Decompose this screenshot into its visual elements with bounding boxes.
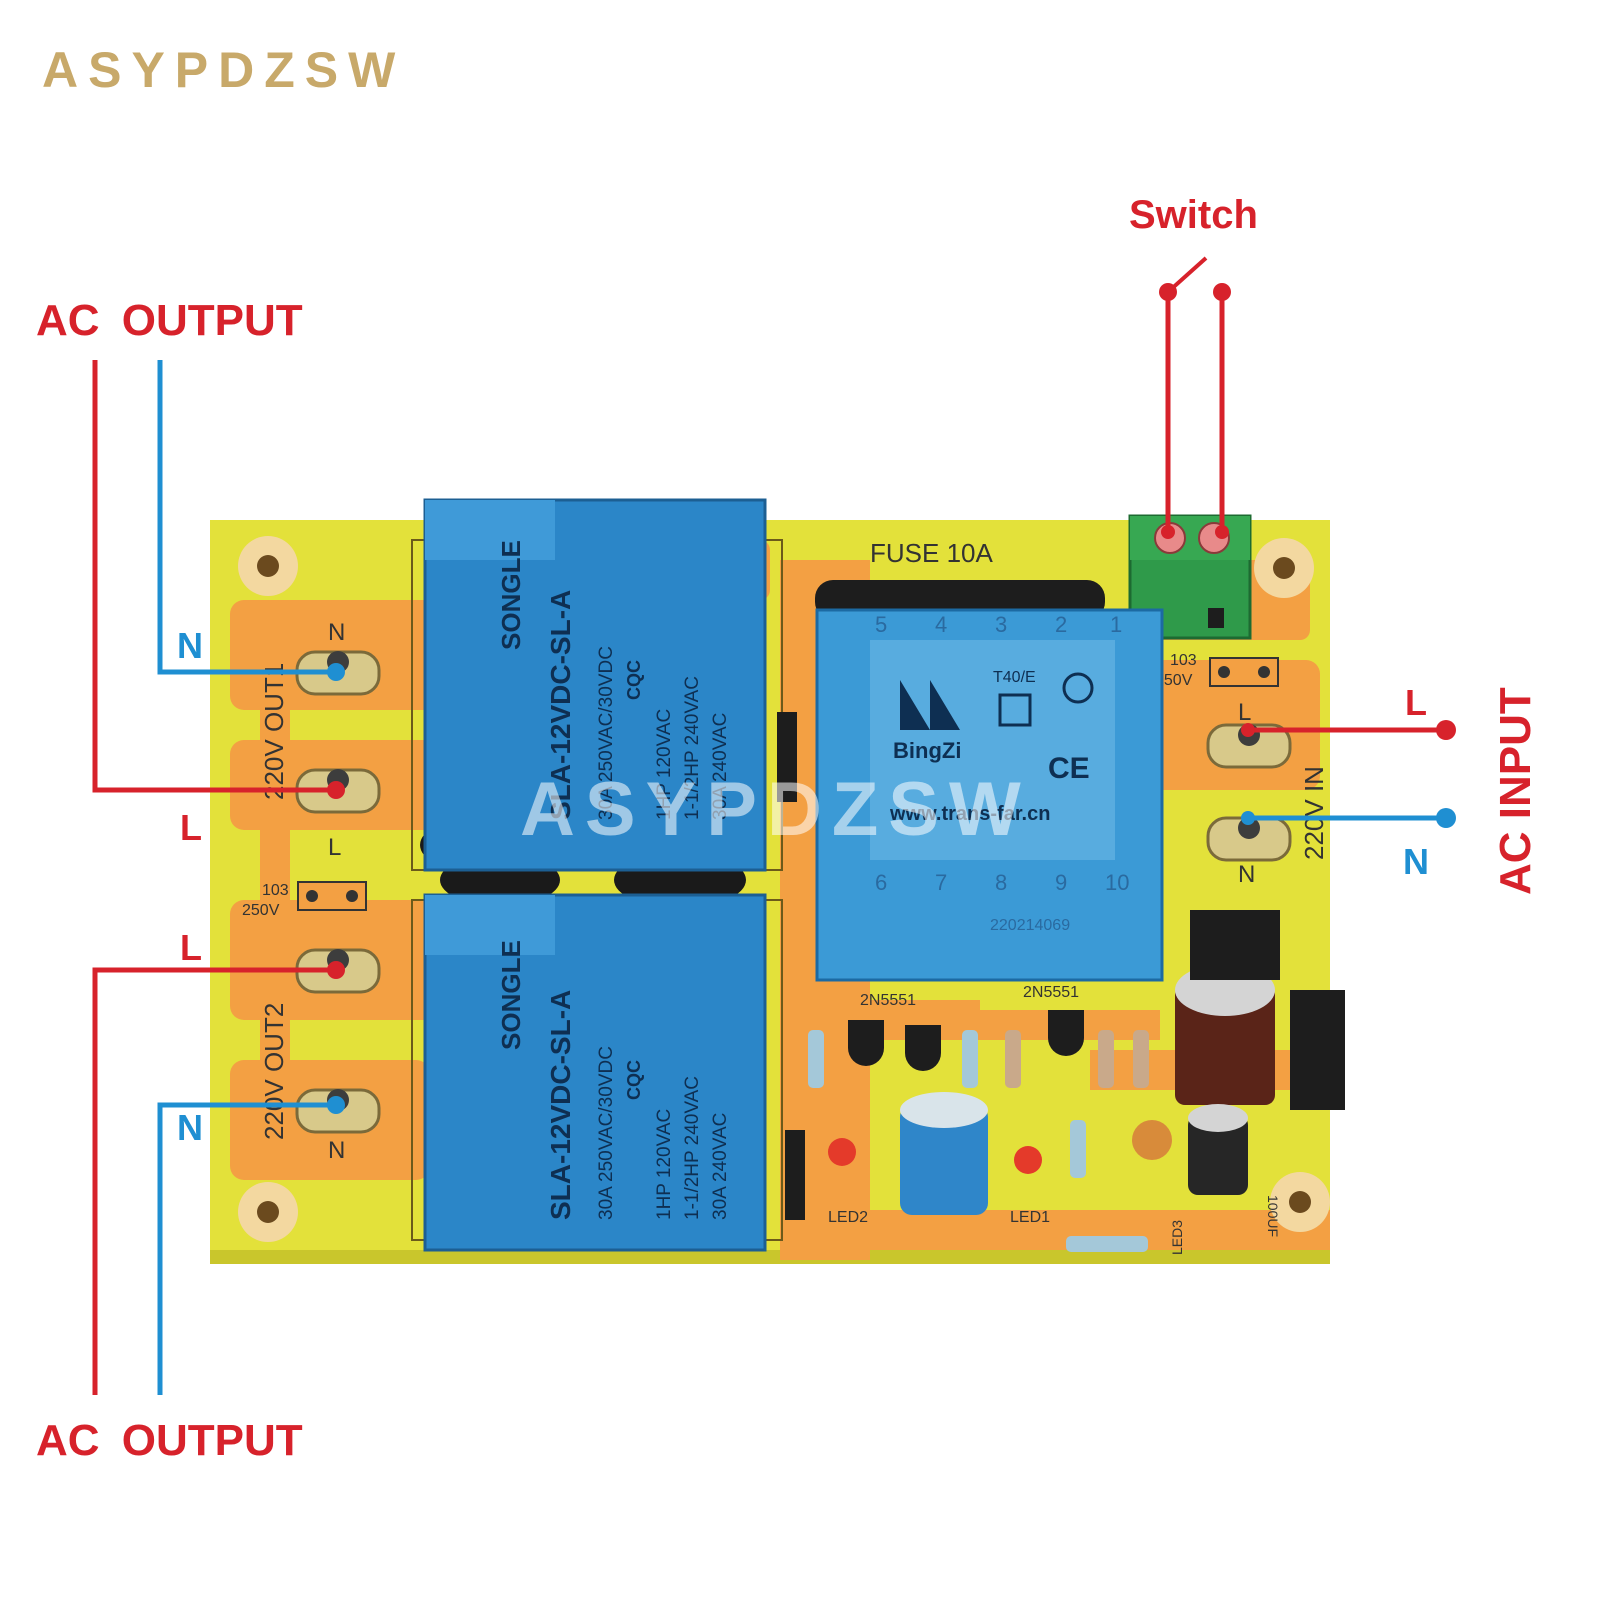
pcb-board: FUSE 10A 220V OUT1 220V OUT2 220V IN N L… — [210, 498, 1345, 1264]
double-insulation-icon — [998, 693, 1032, 727]
ac-output-bottom-label: AC OUTPUT — [36, 1416, 303, 1465]
diode-1 — [777, 712, 797, 802]
led1-label: LED1 — [1010, 1209, 1050, 1226]
out2-l-label: L — [180, 927, 202, 968]
cap-voltage-right: 250V — [1155, 672, 1193, 689]
small-components: 2N5551 2N5551 LED2 LED1 LED3 — [808, 910, 1345, 1255]
out2-l-wire — [92, 967, 336, 1395]
relay-2-rating1: 30A 250VAC/30VDC — [596, 1046, 617, 1220]
voltage-regulator — [1290, 990, 1345, 1110]
relay-1-model: SLA-12VDC-SL-A — [545, 590, 576, 820]
capacitor-blue — [900, 1092, 988, 1215]
relay-1-rating4: 30A 240VAC — [710, 713, 731, 820]
silk-l-in: L — [1238, 699, 1251, 726]
transformer-url: www.trans-far.cn — [889, 803, 1050, 825]
relay-2-rating4: 30A 240VAC — [710, 1113, 731, 1220]
led1 — [1014, 1146, 1042, 1174]
out2-n-wire — [157, 1102, 336, 1395]
in-n-label: N — [1403, 841, 1429, 882]
silk-n-out2: N — [328, 1137, 345, 1164]
relay-2-rating2: 1HP 120VAC — [654, 1109, 675, 1220]
bingzi-logo-icon — [900, 680, 960, 730]
capacitor-brown-large — [1175, 964, 1275, 1105]
in-silk: 220V IN — [1299, 766, 1329, 860]
silk-n-out1: N — [328, 619, 345, 646]
mounting-holes — [238, 536, 1330, 1242]
cap-value-right: 103 — [1170, 652, 1197, 669]
cap-100uf-label: 100UF — [1265, 1195, 1281, 1237]
out2-silk: 220V OUT2 — [259, 1003, 289, 1140]
ac-input-label: AC INPUT — [1491, 687, 1540, 895]
transformer-pin-8: 8 — [995, 870, 1007, 895]
transformer-pin-2: 2 — [1055, 612, 1067, 637]
switch-wiring — [1159, 256, 1231, 539]
transformer-pin-6: 6 — [875, 870, 887, 895]
bridge-rectifier — [1190, 910, 1280, 980]
out1-l-label: L — [180, 807, 202, 848]
watermark: ASYPDZSW — [520, 767, 1031, 852]
relay-2-cert: CQC — [624, 1060, 644, 1100]
silk-l-out1: L — [328, 834, 341, 861]
transformer-pin-3: 3 — [995, 612, 1007, 637]
transformer-brand: BingZi — [893, 738, 961, 763]
out1-silk: 220V OUT1 — [259, 663, 289, 800]
capacitor-100uf: 100UF — [1188, 1104, 1281, 1237]
transformer-model: T40/E — [993, 669, 1036, 686]
q2-label: 2N5551 — [1023, 984, 1079, 1001]
relay-1-brand: SONGLE — [496, 540, 526, 650]
cap-voltage-left: 250V — [242, 902, 280, 919]
transformer-pin-4: 4 — [935, 612, 947, 637]
in-l-label: L — [1405, 682, 1427, 723]
out1-n-wire — [157, 360, 336, 675]
silk-n-in: N — [1238, 861, 1255, 888]
switch-terminal-block — [1128, 514, 1252, 640]
relay-2-model: SLA-12VDC-SL-A — [545, 990, 576, 1220]
relay-2-brand: SONGLE — [496, 940, 526, 1050]
led2 — [828, 1138, 856, 1166]
brand-logo: ASYPDZSW — [42, 42, 405, 98]
transformer-date-code: 220214069 — [990, 917, 1070, 934]
ac-output-top-label: AC OUTPUT — [36, 296, 303, 345]
transformer-ce-mark: CE — [1048, 752, 1090, 785]
transformer-pin-5: 5 — [875, 612, 887, 637]
relay-1-rating2: 1HP 120VAC — [654, 709, 675, 820]
transformer-symbol-icon — [1062, 672, 1094, 704]
led3-label: LED3 — [1169, 1220, 1185, 1255]
out1-n-label: N — [177, 625, 203, 666]
diode-2 — [785, 1130, 805, 1220]
fuse-label: FUSE 10A — [870, 538, 993, 568]
switch-label: Switch — [1129, 193, 1258, 237]
transformer-pin-10: 10 — [1105, 870, 1129, 895]
cap-value-left: 103 — [262, 882, 289, 899]
relay-1: SONGLE SLA-12VDC-SL-A 30A 250VAC/30VDC C… — [423, 498, 767, 872]
relay-2-rating3: 1-1/2HP 240VAC — [682, 1076, 703, 1220]
out2-n-label: N — [177, 1107, 203, 1148]
out1-l-wire — [92, 360, 336, 793]
relay-1-rating1: 30A 250VAC/30VDC — [596, 646, 617, 820]
led2-label: LED2 — [828, 1209, 868, 1226]
relay-1-cert: CQC — [624, 660, 644, 700]
pcb-edge — [210, 1250, 1330, 1264]
relay-1-rating3: 1-1/2HP 240VAC — [682, 676, 703, 820]
transformer-pin-7: 7 — [935, 870, 947, 895]
transformer-pin-1: 1 — [1110, 612, 1122, 637]
transformer: 5 4 3 2 1 6 7 8 9 10 BingZi T40/E CE www… — [815, 608, 1164, 982]
q1-label: 2N5551 — [860, 992, 916, 1009]
transformer-pin-9: 9 — [1055, 870, 1067, 895]
terminal-tabs — [295, 650, 1292, 1134]
relay-2: SONGLE SLA-12VDC-SL-A 30A 250VAC/30VDC C… — [423, 893, 767, 1252]
